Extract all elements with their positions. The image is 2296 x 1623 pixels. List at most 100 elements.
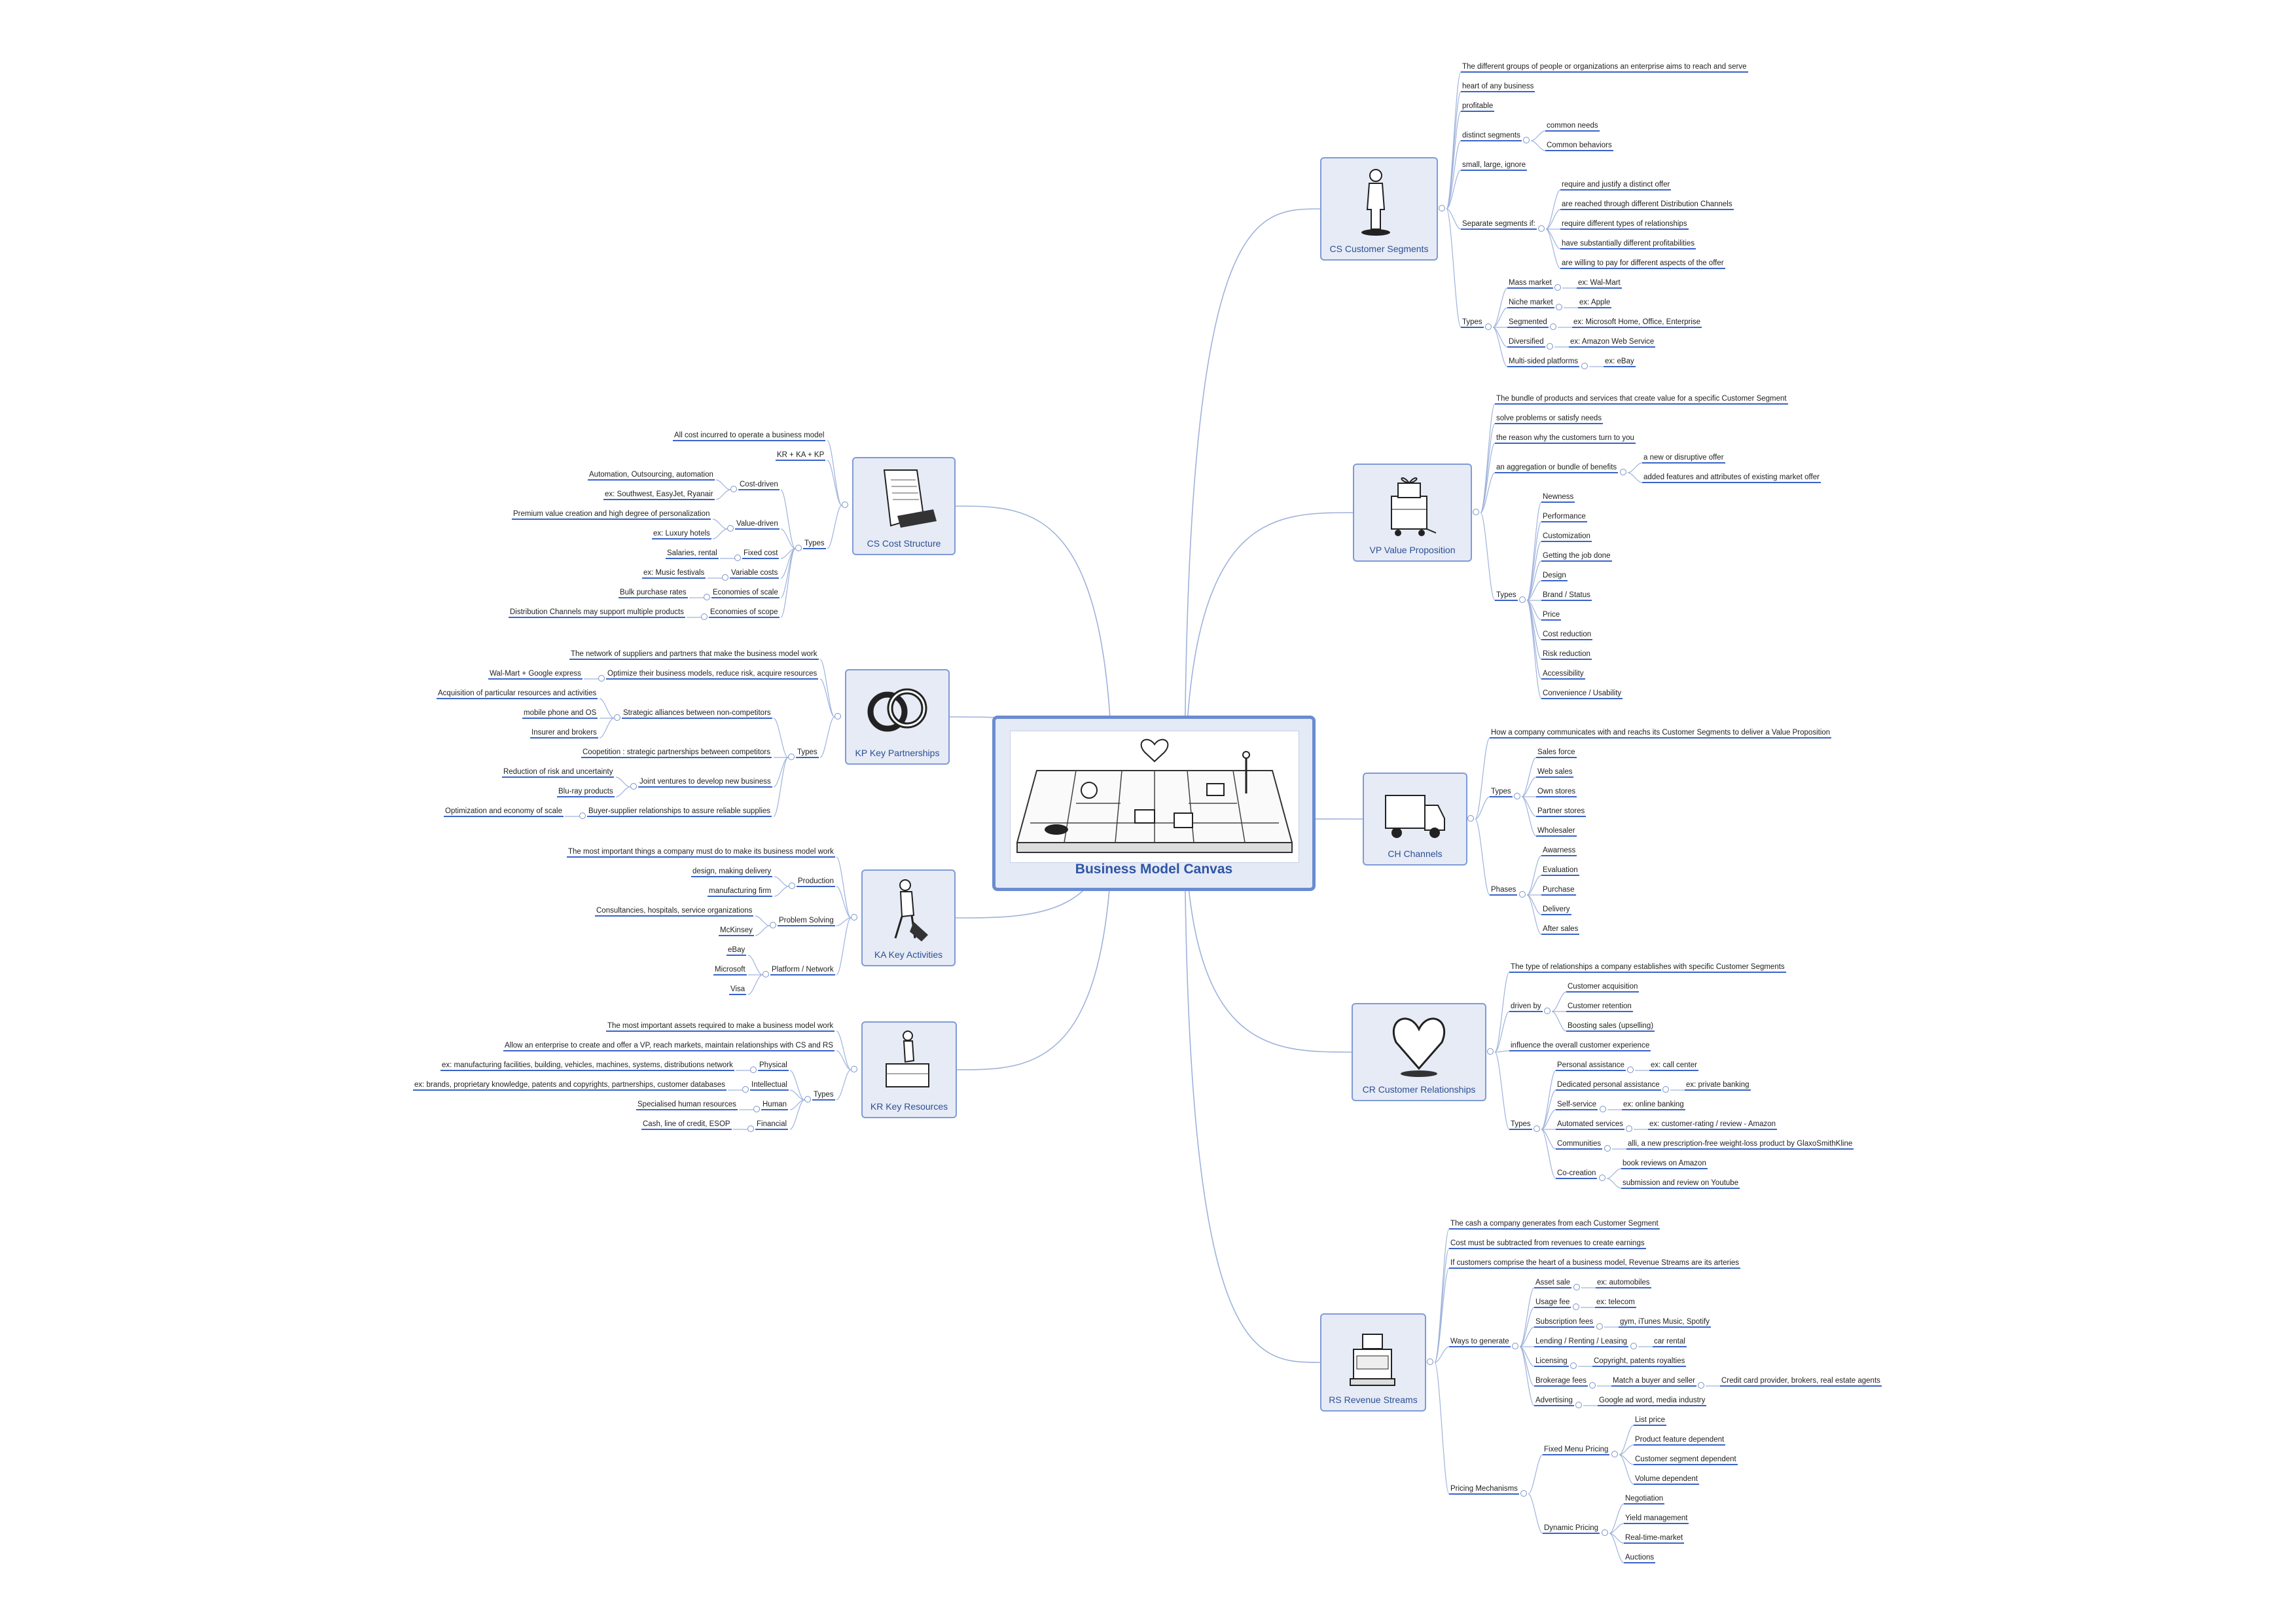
topic-label[interactable]: Types xyxy=(1490,787,1513,797)
topic-label[interactable]: ex: Microsoft Home, Office, Enterprise xyxy=(1572,318,1702,328)
topic-label[interactable]: manufacturing firm xyxy=(708,886,773,897)
topic-label[interactable]: Insurer and brokers xyxy=(530,728,598,739)
collapse-toggle[interactable] xyxy=(747,1125,754,1132)
topic-label[interactable]: Credit card provider, brokers, real esta… xyxy=(1720,1376,1882,1387)
topic-label[interactable]: Dynamic Pricing xyxy=(1543,1523,1600,1534)
topic-label[interactable]: Coopetition : strategic partnerships bet… xyxy=(581,748,772,758)
topic-label[interactable]: Optimization and economy of scale xyxy=(444,807,564,817)
topic-label[interactable]: ex: Luxury hotels xyxy=(652,529,711,539)
topic-label[interactable]: Licensing xyxy=(1534,1357,1569,1367)
collapse-toggle[interactable] xyxy=(1556,304,1562,310)
topic-label[interactable]: ex: brands, proprietary knowledge, paten… xyxy=(413,1080,726,1091)
collapse-toggle[interactable] xyxy=(1534,1125,1540,1132)
topic-label[interactable]: Cash, line of credit, ESOP xyxy=(641,1120,732,1130)
central-topic[interactable]: Business Model Canvas xyxy=(992,716,1316,891)
collapse-toggle[interactable] xyxy=(795,545,802,551)
topic-label[interactable]: ex: automobiles xyxy=(1596,1278,1651,1288)
collapse-toggle[interactable] xyxy=(1604,1145,1611,1152)
topic-label[interactable]: The different groups of people or organi… xyxy=(1461,62,1748,73)
topic-label[interactable]: Segmented xyxy=(1507,318,1549,328)
collapse-toggle[interactable] xyxy=(1620,469,1626,475)
collapse-toggle[interactable] xyxy=(1512,1343,1518,1349)
topic-label[interactable]: ex: eBay xyxy=(1604,357,1636,367)
topic-label[interactable]: Physical xyxy=(758,1061,789,1071)
topic-label[interactable]: Auctions xyxy=(1624,1553,1656,1563)
collapse-toggle[interactable] xyxy=(614,714,620,721)
topic-label[interactable]: Acquisition of particular resources and … xyxy=(437,689,598,699)
collapse-toggle[interactable] xyxy=(804,1096,811,1103)
topic-label[interactable]: If customers comprise the heart of a bus… xyxy=(1449,1258,1741,1269)
collapse-toggle[interactable] xyxy=(730,486,737,492)
main-topic-vp[interactable]: VP Value Proposition xyxy=(1353,464,1472,562)
topic-label[interactable]: eBay xyxy=(726,945,747,956)
topic-label[interactable]: Strategic alliances between non-competit… xyxy=(622,708,772,719)
collapse-toggle[interactable] xyxy=(1600,1106,1606,1112)
topic-label[interactable]: common needs xyxy=(1545,121,1600,132)
topic-label[interactable]: Types xyxy=(1509,1120,1532,1130)
collapse-toggle[interactable] xyxy=(1575,1402,1582,1408)
topic-label[interactable]: Asset sale xyxy=(1534,1278,1572,1288)
topic-label[interactable]: Fixed Menu Pricing xyxy=(1543,1445,1610,1455)
topic-label[interactable]: Types xyxy=(1461,318,1484,328)
topic-label[interactable]: Awarness xyxy=(1541,846,1577,856)
main-topic-cr[interactable]: CR Customer Relationships xyxy=(1352,1003,1486,1101)
topic-label[interactable]: added features and attributes of existin… xyxy=(1642,473,1821,483)
topic-label[interactable]: influence the overall customer experienc… xyxy=(1509,1041,1651,1051)
topic-label[interactable]: Sales force xyxy=(1536,748,1577,758)
topic-label[interactable]: Brand / Status xyxy=(1541,591,1592,601)
main-topic-kp[interactable]: KP Key Partnerships xyxy=(845,669,950,765)
collapse-toggle[interactable] xyxy=(753,1106,760,1112)
topic-label[interactable]: Specialised human resources xyxy=(636,1100,738,1110)
topic-label[interactable]: Visa xyxy=(729,985,747,995)
topic-label[interactable]: Reduction of risk and uncertainty xyxy=(502,767,615,778)
collapse-toggle[interactable] xyxy=(1520,1490,1527,1497)
topic-label[interactable]: Co-creation xyxy=(1556,1169,1598,1179)
topic-label[interactable]: The bundle of products and services that… xyxy=(1495,394,1788,405)
collapse-toggle[interactable] xyxy=(1514,793,1520,799)
topic-label[interactable]: Google ad word, media industry xyxy=(1598,1396,1707,1406)
topic-label[interactable]: mobile phone and OS xyxy=(522,708,598,719)
collapse-toggle[interactable] xyxy=(851,914,857,921)
collapse-toggle[interactable] xyxy=(701,613,708,620)
topic-label[interactable]: ex: Southwest, EasyJet, Ryanair xyxy=(603,490,715,500)
collapse-toggle[interactable] xyxy=(1547,343,1553,350)
collapse-toggle[interactable] xyxy=(1550,323,1556,330)
topic-label[interactable]: Types xyxy=(812,1090,835,1101)
topic-label[interactable]: Web sales xyxy=(1536,767,1574,778)
topic-label[interactable]: The type of relationships a company esta… xyxy=(1509,962,1786,973)
topic-label[interactable]: Microsoft xyxy=(713,965,747,976)
collapse-toggle[interactable] xyxy=(1627,1067,1634,1073)
topic-label[interactable]: How a company communicates with and reac… xyxy=(1490,728,1832,739)
collapse-toggle[interactable] xyxy=(1473,509,1479,515)
collapse-toggle[interactable] xyxy=(1573,1304,1579,1310)
main-topic-ka[interactable]: KA Key Activities xyxy=(861,869,956,966)
topic-label[interactable]: are reached through different Distributi… xyxy=(1560,200,1734,210)
topic-label[interactable]: Types xyxy=(796,748,819,758)
topic-label[interactable]: Allow an enterprise to create and offer … xyxy=(503,1041,835,1051)
topic-label[interactable]: Partner stores xyxy=(1536,807,1587,817)
topic-label[interactable]: The network of suppliers and partners th… xyxy=(569,649,819,660)
main-topic-rs[interactable]: RS Revenue Streams xyxy=(1320,1313,1426,1412)
topic-label[interactable]: Advertising xyxy=(1534,1396,1574,1406)
topic-label[interactable]: distinct segments xyxy=(1461,131,1522,141)
collapse-toggle[interactable] xyxy=(1581,363,1588,369)
topic-label[interactable]: require and justify a distinct offer xyxy=(1560,180,1672,191)
topic-label[interactable]: Premium value creation and high degree o… xyxy=(512,509,711,520)
topic-label[interactable]: The most important assets required to ma… xyxy=(606,1021,835,1032)
topic-label[interactable]: Problem Solving xyxy=(778,916,835,926)
main-topic-ch[interactable]: CH Channels xyxy=(1363,773,1467,866)
collapse-toggle[interactable] xyxy=(1698,1382,1704,1389)
topic-label[interactable]: Economies of scale xyxy=(711,588,780,598)
topic-label[interactable]: Cost must be subtracted from revenues to… xyxy=(1449,1239,1646,1249)
topic-label[interactable]: Own stores xyxy=(1536,787,1577,797)
topic-label[interactable]: require different types of relationships xyxy=(1560,219,1689,230)
topic-label[interactable]: Ways to generate xyxy=(1449,1337,1511,1347)
topic-label[interactable]: Financial xyxy=(755,1120,789,1130)
topic-label[interactable]: ex: manufacturing facilities, building, … xyxy=(440,1061,734,1071)
topic-label[interactable]: ex: Amazon Web Service xyxy=(1569,337,1656,348)
topic-label[interactable]: Automated services xyxy=(1556,1120,1624,1130)
topic-label[interactable]: ex: customer-rating / review - Amazon xyxy=(1648,1120,1778,1130)
collapse-toggle[interactable] xyxy=(1427,1359,1433,1365)
collapse-toggle[interactable] xyxy=(1538,225,1545,232)
collapse-toggle[interactable] xyxy=(1611,1451,1618,1457)
